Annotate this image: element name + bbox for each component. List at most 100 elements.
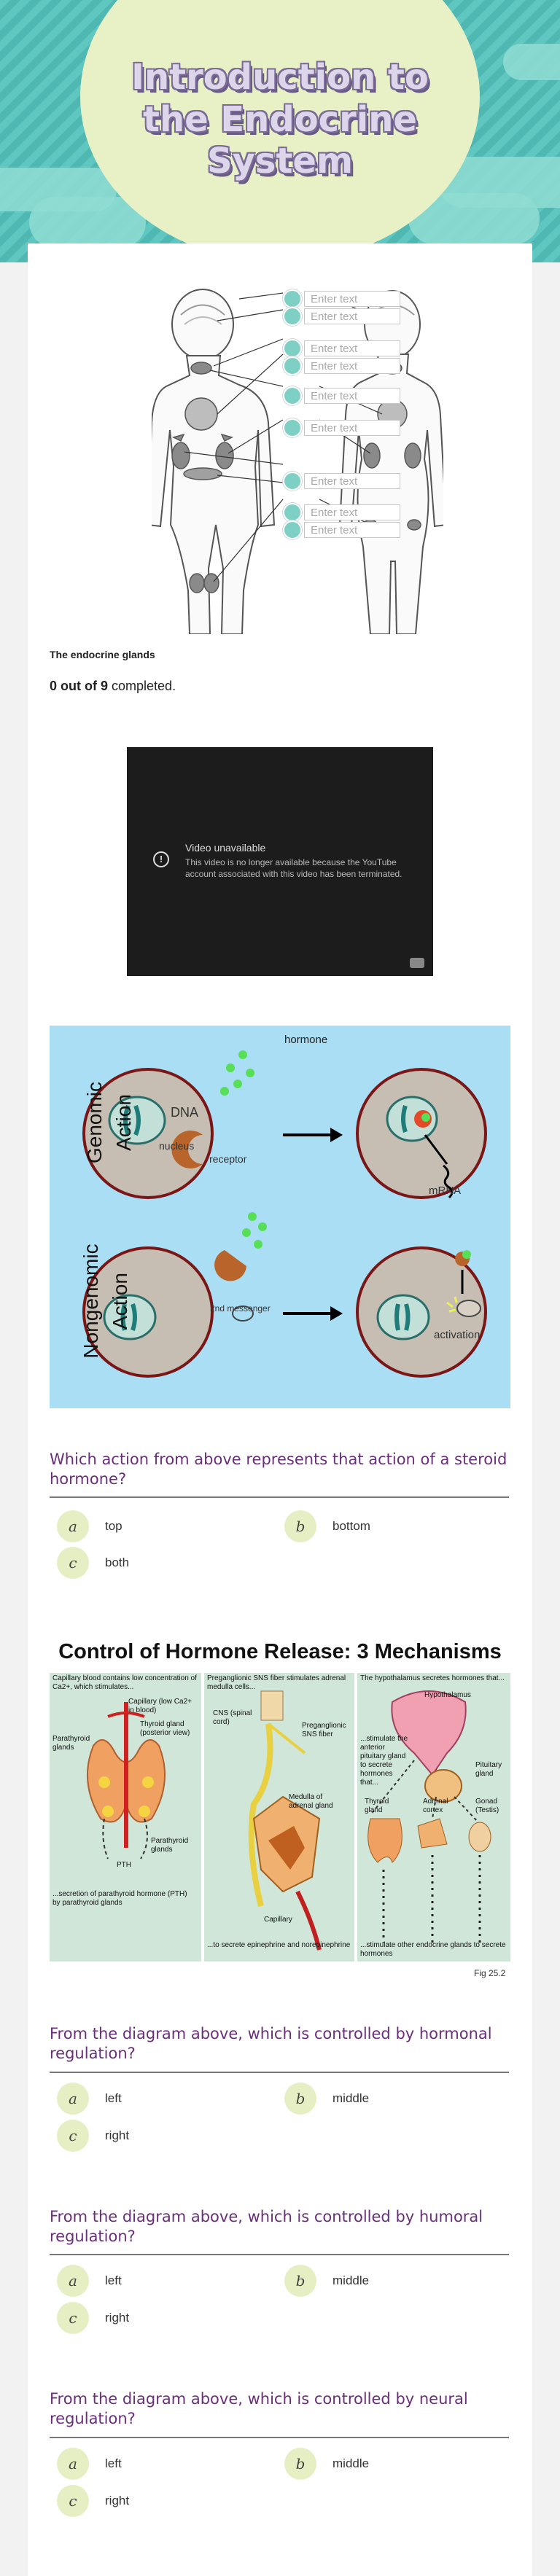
label-input[interactable]: Enter text	[304, 388, 400, 404]
label-field-6[interactable]: Enter text	[283, 418, 400, 437]
second-messenger-label: 2nd messenger	[210, 1303, 271, 1314]
panel1-pth: PTH	[117, 1861, 131, 1869]
progress-suffix: completed.	[112, 679, 176, 693]
panel1-step2: ...secretion of parathyroid hormone (PTH…	[52, 1890, 187, 1907]
option-badge: c	[57, 1547, 89, 1579]
label-input[interactable]: Enter text	[304, 291, 400, 307]
divider	[50, 1496, 509, 1498]
label-field-1[interactable]: Enter text	[283, 289, 400, 308]
option-label: both	[105, 1556, 130, 1569]
panel3-gonad: Gonad (Testis)	[475, 1798, 499, 1814]
dna-label: DNA	[171, 1105, 199, 1120]
youtube-logo-icon[interactable]	[410, 958, 424, 968]
divider	[50, 2072, 509, 2073]
label-input[interactable]: Enter text	[304, 308, 400, 324]
option-badge: a	[57, 1510, 89, 1542]
option-label: top	[105, 1519, 122, 1533]
panel1-parathyroid: Parathyroid glands	[52, 1735, 90, 1752]
panel3-step1: The hypothalamus secretes hormones that.…	[360, 1674, 505, 1682]
hotspot-marker-icon	[283, 289, 302, 308]
panel1-step1: Capillary blood contains low concentrati…	[52, 1674, 197, 1691]
content-card	[28, 243, 532, 2576]
mrna-label: mRNA	[429, 1184, 462, 1197]
option-label: right	[105, 2311, 130, 2325]
panel3-pituitary: Pituitary gland	[475, 1761, 502, 1778]
option-label: middle	[332, 2091, 370, 2105]
question-1-option-c[interactable]: c both	[57, 1547, 129, 1579]
option-label: right	[105, 2494, 130, 2507]
video-error-title: Video unavailable	[185, 842, 266, 854]
divider	[50, 2254, 509, 2255]
option-label: middle	[332, 2273, 370, 2287]
hormone-action-diagram	[50, 1026, 510, 1408]
label-field-4[interactable]: Enter text	[283, 356, 400, 375]
label-field-2[interactable]: Enter text	[283, 307, 400, 326]
progress-status: 0 out of 9 completed.	[50, 679, 176, 694]
question-4-option-b[interactable]: b middle	[284, 2448, 369, 2480]
option-badge: a	[57, 2265, 89, 2297]
label-field-3[interactable]: Enter text	[283, 339, 400, 358]
option-label: left	[105, 2273, 122, 2287]
divider	[50, 2437, 509, 2438]
option-badge: c	[57, 2120, 89, 2152]
hotspot-marker-icon	[283, 472, 302, 491]
panel2-cns: CNS (spinal cord)	[213, 1709, 252, 1726]
question-2-option-b[interactable]: b middle	[284, 2083, 369, 2115]
header-circle	[80, 0, 480, 262]
figure-caption: The endocrine glands	[50, 649, 155, 660]
mechanisms-title: Control of Hormone Release: 3 Mechanisms	[58, 1640, 502, 1663]
option-badge: b	[284, 2083, 316, 2115]
label-input[interactable]: Enter text	[304, 504, 400, 520]
label-input[interactable]: Enter text	[304, 420, 400, 436]
label-input[interactable]: Enter text	[304, 473, 400, 489]
option-label: left	[105, 2091, 122, 2105]
option-badge: b	[284, 1510, 316, 1542]
label-field-7[interactable]: Enter text	[283, 472, 400, 491]
hormone-label: hormone	[284, 1034, 328, 1046]
panel3-step3: ...stimulate other endocrine glands to s…	[360, 1941, 506, 1958]
hotspot-marker-icon	[283, 503, 302, 522]
option-badge: a	[57, 2448, 89, 2480]
label-field-8[interactable]: Enter text	[283, 503, 400, 522]
label-input[interactable]: Enter text	[304, 340, 400, 356]
video-error-message: This video is no longer available becaus…	[185, 857, 402, 879]
panel2-capillary: Capillary	[264, 1916, 292, 1924]
label-input[interactable]: Enter text	[304, 522, 400, 538]
question-3-option-c[interactable]: c right	[57, 2302, 129, 2334]
label-input[interactable]: Enter text	[304, 358, 400, 374]
option-badge: b	[284, 2448, 316, 2480]
nucleus-label: nucleus	[159, 1140, 195, 1152]
label-field-5[interactable]: Enter text	[283, 386, 400, 405]
endocrine-glands-illustration	[152, 289, 443, 634]
panel3-adrenal: Adrenal cortex	[423, 1798, 448, 1814]
panel2-fiber: Preganglionic SNS fiber	[302, 1722, 346, 1738]
question-3-option-a[interactable]: a left	[57, 2265, 122, 2297]
hotspot-marker-icon	[283, 386, 302, 405]
nongenomic-action-label: Nongenomic Action	[79, 1244, 131, 1359]
panel2-step2: ...to secrete epinephrine and norepineph…	[207, 1941, 351, 1949]
panel3-hypothalamus: Hypothalamus	[424, 1691, 471, 1699]
hotspot-marker-icon	[283, 307, 302, 326]
option-label: middle	[332, 2456, 370, 2470]
question-1-text: Which action from above represents that …	[50, 1451, 508, 1488]
hotspot-marker-icon	[283, 418, 302, 437]
alert-icon: !	[153, 851, 169, 867]
hotspot-marker-icon	[283, 356, 302, 375]
question-1-option-a[interactable]: a top	[57, 1510, 122, 1542]
hotspot-marker-icon	[283, 339, 302, 358]
option-label: right	[105, 2128, 130, 2142]
hotspot-marker-icon	[283, 520, 302, 539]
question-2-text: From the diagram above, which is control…	[50, 2025, 492, 2062]
genomic-action-label: Genomic Action	[83, 1081, 135, 1164]
panel3-step2: ...stimulate the anterior pituitary glan…	[360, 1735, 408, 1787]
question-2-option-c[interactable]: c right	[57, 2120, 129, 2152]
label-field-9[interactable]: Enter text	[283, 520, 400, 539]
panel3-thyroid: Thyroid gland	[365, 1798, 389, 1814]
video-player[interactable]: ! Video unavailable This video is no lon…	[127, 747, 433, 976]
option-badge: c	[57, 2302, 89, 2334]
